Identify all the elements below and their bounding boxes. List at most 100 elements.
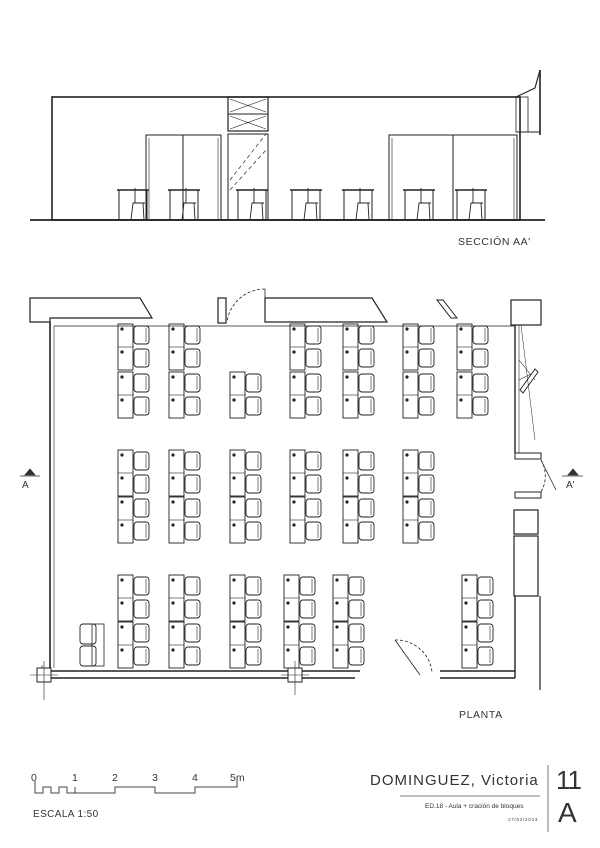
desk-marker — [171, 398, 175, 402]
desk-marker — [120, 648, 124, 652]
desk-marker — [345, 375, 349, 379]
chair — [305, 451, 322, 471]
chair — [245, 451, 262, 471]
chair — [184, 373, 201, 393]
chair — [133, 498, 150, 518]
desk-marker — [120, 523, 124, 527]
chair — [133, 451, 150, 471]
desk-marker — [292, 375, 296, 379]
desk-block — [456, 371, 489, 419]
chair — [358, 451, 375, 471]
desk-block — [332, 574, 365, 622]
desk-marker — [292, 476, 296, 480]
desk-block — [117, 621, 150, 669]
desk-marker — [171, 648, 175, 652]
graphic-scale-bar — [34, 781, 238, 794]
desk-block — [229, 371, 262, 419]
scale-tick-3: 3 — [152, 772, 158, 784]
section-chair — [416, 188, 431, 221]
chair — [299, 623, 316, 643]
desk-marker — [286, 625, 290, 629]
chair — [472, 396, 489, 416]
chair — [348, 576, 365, 596]
chair — [305, 325, 322, 345]
desk-marker — [464, 578, 468, 582]
desk-marker — [120, 500, 124, 504]
section-desk-group — [117, 188, 149, 221]
desk-block — [168, 371, 201, 419]
chair — [245, 646, 262, 666]
desk-marker — [292, 453, 296, 457]
desk-marker — [171, 523, 175, 527]
desk-marker — [345, 453, 349, 457]
floor-plan — [29, 288, 557, 700]
desk-block — [461, 621, 494, 669]
section-chair — [249, 188, 264, 221]
chair — [184, 599, 201, 619]
desk-block — [229, 449, 262, 497]
section-chair — [181, 188, 196, 221]
chair — [133, 599, 150, 619]
section-desk-group — [236, 188, 268, 221]
chair — [133, 521, 150, 541]
chair — [418, 498, 435, 518]
desk-marker — [335, 578, 339, 582]
chair — [184, 646, 201, 666]
desk-block — [229, 621, 262, 669]
chair — [184, 474, 201, 494]
chair — [348, 599, 365, 619]
chair — [472, 348, 489, 368]
desk-marker — [286, 578, 290, 582]
chair — [245, 521, 262, 541]
plan-title: PLANTA — [459, 709, 503, 721]
desk-block — [229, 574, 262, 622]
scale-tick-2: 2 — [112, 772, 118, 784]
desk-block — [168, 621, 201, 669]
chair — [184, 396, 201, 416]
desk-marker — [292, 398, 296, 402]
columns — [30, 661, 309, 700]
sheet-subtitle: ED.18 - Aula + cración de bloques — [425, 803, 524, 810]
desk-marker — [120, 578, 124, 582]
desk-marker — [405, 327, 409, 331]
scale-tick-1: 1 — [72, 772, 78, 784]
chair — [245, 396, 262, 416]
section-desk-group — [455, 188, 487, 221]
desk-marker — [459, 398, 463, 402]
desk-marker — [345, 350, 349, 354]
desk-marker — [120, 625, 124, 629]
chair — [184, 521, 201, 541]
chair — [133, 325, 150, 345]
desk-block — [342, 496, 375, 544]
desk-marker — [292, 327, 296, 331]
chair — [133, 646, 150, 666]
chair — [133, 373, 150, 393]
desk-block — [289, 371, 322, 419]
desk-marker — [120, 453, 124, 457]
desk-block — [342, 371, 375, 419]
section-chair — [468, 188, 483, 221]
desk-marker — [232, 523, 236, 527]
chair — [305, 348, 322, 368]
chair — [418, 373, 435, 393]
desk-marker — [345, 398, 349, 402]
chair — [358, 474, 375, 494]
chair — [299, 599, 316, 619]
chair — [305, 373, 322, 393]
chair — [299, 646, 316, 666]
desk-block — [117, 371, 150, 419]
desk-marker — [171, 327, 175, 331]
desk-marker — [345, 523, 349, 527]
desk-block — [168, 323, 201, 371]
desk-marker — [335, 601, 339, 605]
chair — [245, 474, 262, 494]
section-title: SECCIÓN AA' — [458, 236, 531, 248]
desk-block — [117, 574, 150, 622]
sheet-number: 11 — [556, 765, 582, 795]
chair — [305, 498, 322, 518]
author-name: DOMINGUEZ, Victoria — [370, 772, 539, 789]
chair — [418, 474, 435, 494]
desk-block — [342, 449, 375, 497]
chair — [418, 396, 435, 416]
desk-marker — [232, 398, 236, 402]
